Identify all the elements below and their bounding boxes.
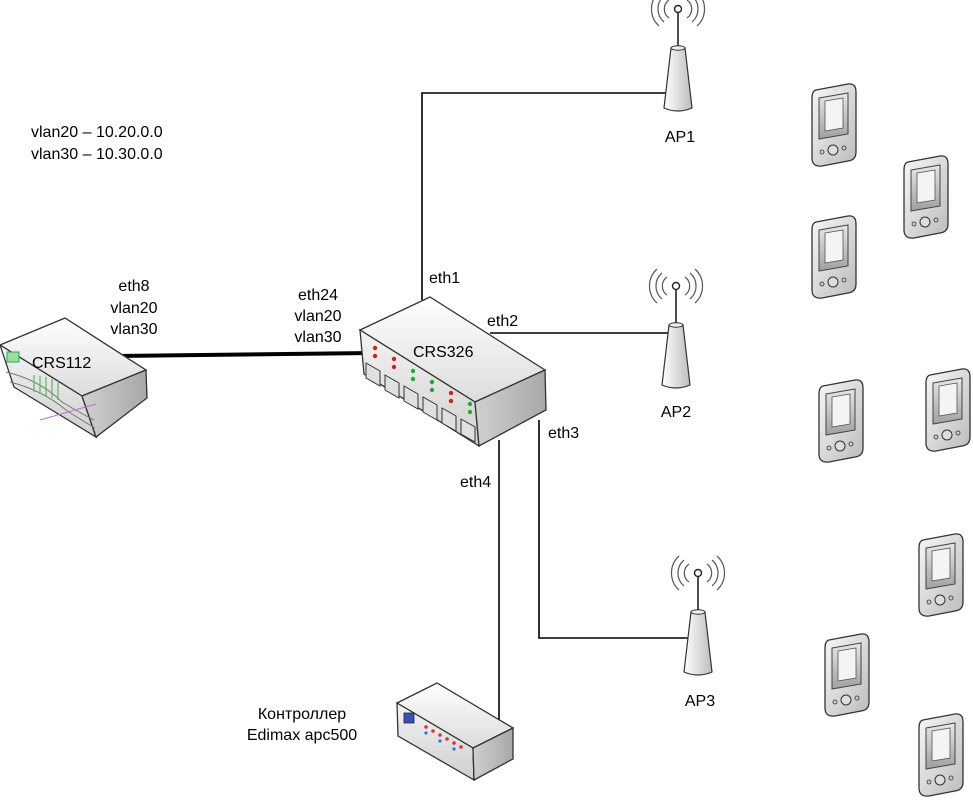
ap1-label: AP1	[665, 129, 695, 146]
eth3-label: eth3	[548, 425, 579, 442]
controller-label-line-1: Контроллер	[258, 706, 346, 723]
client-pda-icon	[918, 533, 964, 617]
crs112-status-icon	[6, 351, 20, 363]
vlan-info-line-1: vlan20 – 10.20.0.0	[31, 124, 163, 141]
crs326-vlan-a-label: vlan20	[294, 308, 341, 325]
controller-label-line-2: Edimax apc500	[247, 727, 357, 744]
link-eth3-ap3	[538, 420, 698, 639]
crs112-switch	[0, 317, 148, 439]
crs112-vlan-b-label: vlan30	[110, 321, 157, 338]
crs112-port-label: eth8	[118, 278, 149, 295]
client-pda-icon	[824, 633, 870, 717]
eth1-label: eth1	[429, 270, 460, 287]
crs326-name-label: CRS326	[413, 344, 474, 361]
client-pda-icon	[811, 215, 857, 299]
eth4-label: eth4	[460, 474, 491, 491]
client-pda-icon	[903, 155, 949, 239]
client-pda-icon	[918, 713, 964, 797]
crs326-leds	[372, 345, 473, 415]
vlan-info-line-2: vlan30 – 10.30.0.0	[31, 146, 163, 163]
client-pda-icon	[925, 368, 971, 452]
eth2-label: eth2	[487, 313, 518, 330]
ap3-antenna-icon	[670, 555, 726, 676]
link-crs112-crs326	[116, 351, 373, 358]
ap2-label: AP2	[661, 404, 691, 421]
crs326-vlan-b-label: vlan30	[294, 329, 341, 346]
controller-device	[395, 682, 515, 782]
crs326-ports	[365, 362, 476, 443]
crs112-vlan-a-label: vlan20	[110, 300, 157, 317]
ap3-label: AP3	[685, 693, 715, 710]
client-pda-icon	[818, 379, 864, 463]
crs326-switch	[358, 296, 547, 448]
crs112-name-label: CRS112	[32, 355, 91, 372]
ap2-antenna-icon	[648, 268, 704, 389]
client-pda-icon	[811, 83, 857, 167]
ap1-antenna-icon	[650, 0, 706, 112]
link-eth1-ap1	[421, 92, 678, 300]
crs326-uplink-port-label: eth24	[298, 287, 338, 304]
